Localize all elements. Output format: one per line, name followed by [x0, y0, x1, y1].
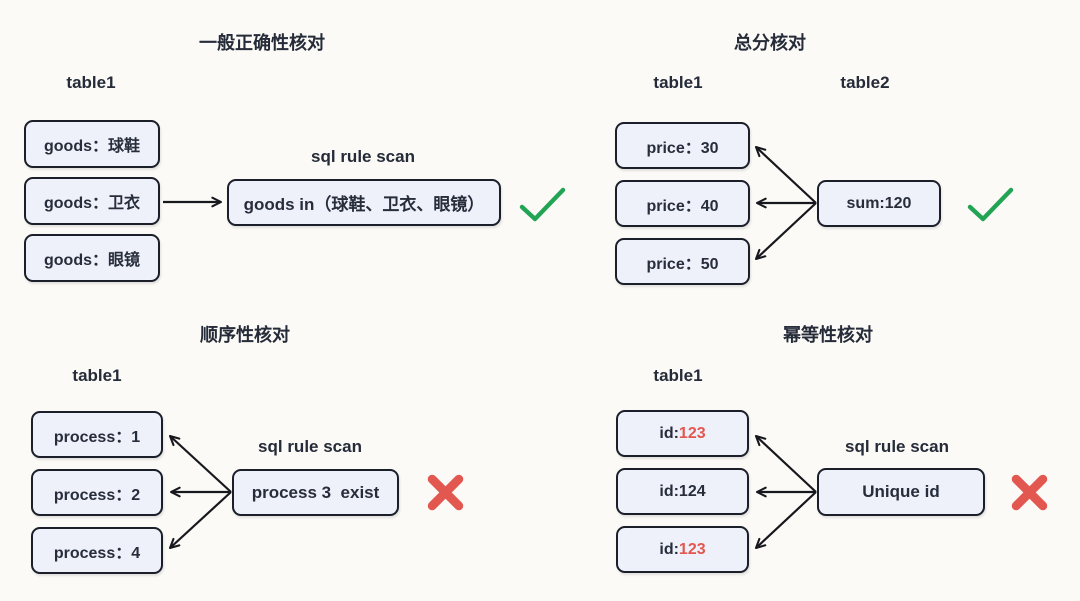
sum-box: sum:120: [817, 180, 941, 227]
id-prefix: id:: [659, 424, 679, 442]
x-icon: [1011, 474, 1048, 511]
table1-label-total: table1: [653, 73, 703, 92]
check-icon: [967, 187, 1014, 222]
arrows-idempotent: [754, 434, 817, 550]
table-row-process-3: process：4: [31, 527, 163, 574]
scan-label-general: sql rule scan: [311, 147, 415, 166]
id-prefix: id:: [659, 540, 679, 558]
duplicate-id-value: 123: [678, 424, 706, 442]
id-value: 124: [678, 482, 706, 500]
table1-label-idempotent: table1: [653, 366, 703, 385]
table-row-price-1: price：30: [615, 122, 750, 169]
duplicate-id-value: 123: [678, 540, 706, 558]
table2-label-total: table2: [840, 73, 890, 92]
quadrant-title-idempotent: 幂等性核对: [783, 325, 873, 345]
quadrant-title-sequence: 顺序性核对: [200, 325, 290, 345]
table-row-id-3: id:123: [616, 526, 749, 573]
table-row-goods-2: goods：卫衣: [24, 177, 160, 225]
table-row-price-3: price：50: [615, 238, 750, 285]
table-row-process-2: process：2: [31, 469, 163, 516]
arrows-total: [754, 145, 817, 261]
rule-box-idempotent: Unique id: [817, 468, 985, 516]
x-icon: [427, 474, 464, 511]
quadrant-title-general: 一般正确性核对: [199, 33, 325, 53]
rule-box-general: goods in（球鞋、卫衣、眼镜）: [227, 179, 501, 226]
rule-box-sequence: process 3 exist: [232, 469, 399, 516]
table-row-goods-1: goods：球鞋: [24, 120, 160, 168]
table1-label-general: table1: [66, 73, 116, 92]
id-prefix: id:: [659, 482, 679, 500]
table-row-id-2: id:124: [616, 468, 749, 515]
scan-label-sequence: sql rule scan: [258, 437, 362, 456]
arrows-sequence: [168, 434, 232, 550]
table-row-process-1: process：1: [31, 411, 163, 458]
scan-label-idempotent: sql rule scan: [845, 437, 949, 456]
table-row-price-2: price：40: [615, 180, 750, 227]
quadrant-title-total: 总分核对: [734, 33, 806, 53]
table1-label-sequence: table1: [72, 366, 122, 385]
table-row-goods-3: goods：眼镜: [24, 234, 160, 282]
check-icon: [519, 187, 566, 222]
table-row-id-1: id:123: [616, 410, 749, 457]
